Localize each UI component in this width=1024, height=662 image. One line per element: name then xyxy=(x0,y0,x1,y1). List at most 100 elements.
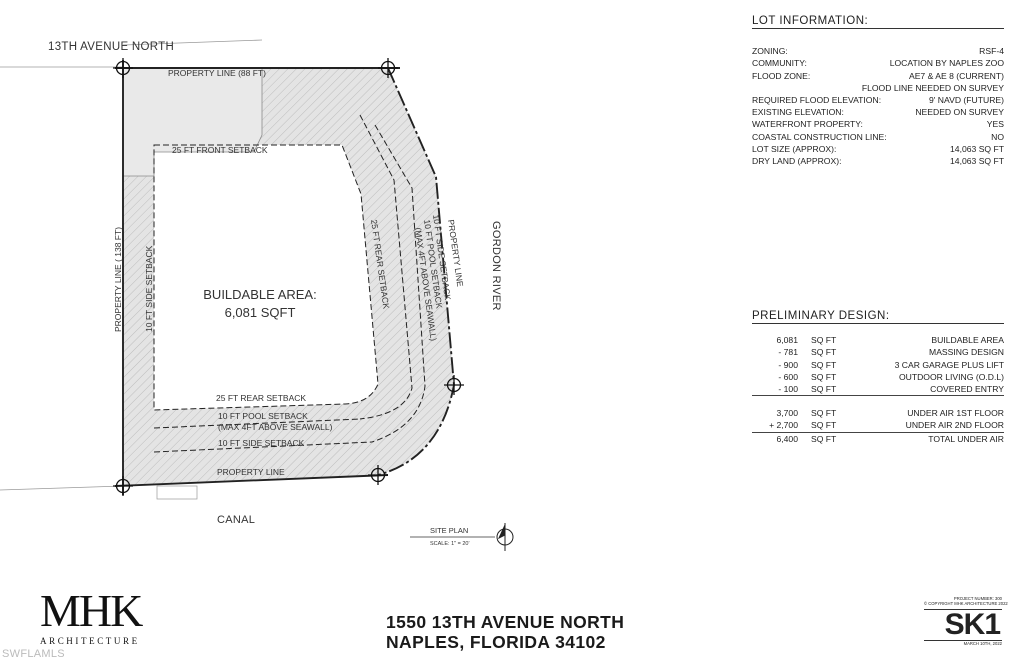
sheet-number: SK1 xyxy=(924,609,1002,641)
preliminary-design-title: PRELIMINARY DESIGN: xyxy=(752,310,1004,325)
buildable-area-title: BUILDABLE AREA: xyxy=(203,287,316,302)
design-unit: SQ FT xyxy=(811,433,837,444)
firm-logo: MHK ARCHITECTURE xyxy=(40,585,152,647)
lot-info-label: LOT SIZE (APPROX): xyxy=(752,143,837,154)
rear-setback-bottom-label: 25 FT REAR SETBACK xyxy=(216,393,306,403)
design-unit: SQ FT xyxy=(811,335,837,346)
setback-lines xyxy=(153,114,426,453)
design-value: - 600 xyxy=(778,371,798,382)
canal-label: CANAL xyxy=(217,514,255,526)
design-description: MASSING DESIGN xyxy=(929,347,1004,358)
lot-info-label: COMMUNITY: xyxy=(752,58,807,69)
design-value: - 781 xyxy=(778,347,798,358)
river-label: GORDON RIVER xyxy=(490,221,502,311)
street-name-label: 13TH AVENUE NORTH xyxy=(48,41,174,53)
buildable-area xyxy=(154,145,378,410)
design-row: 6,081 SQ FT BUILDABLE AREA xyxy=(752,334,1004,346)
existing-building-outline xyxy=(122,67,263,177)
property-line-left-label: PROPERTY LINE ( 138 FT) xyxy=(113,227,123,332)
lot-info-value: YES xyxy=(986,119,1004,130)
dock-outline xyxy=(156,485,198,500)
design-description: UNDER AIR 2ND FLOOR xyxy=(905,420,1004,431)
property-line-front-label: PROPERTY LINE (88 FT) xyxy=(168,68,266,78)
design-description: COVERED ENTRY xyxy=(930,384,1004,395)
address-line-1: 1550 13TH AVENUE NORTH xyxy=(386,612,625,632)
design-row: 6,400 SQ FT TOTAL UNDER AIR xyxy=(752,433,1004,445)
address-line-2: NAPLES, FLORIDA 34102 xyxy=(386,632,606,652)
lot-info-label: EXISTING ELEVATION: xyxy=(752,107,844,118)
pool-setback-bottom-label-2: (MAX 4FT ABOVE SEAWALL) xyxy=(218,422,333,432)
corner-survey-markers xyxy=(113,58,464,496)
design-unit: SQ FT xyxy=(811,359,837,370)
lot-info-row: ZONING: RSF-4 xyxy=(752,45,1004,57)
lot-info-label: REQUIRED FLOOD ELEVATION: xyxy=(752,95,882,106)
lot-info-value: NEEDED ON SURVEY xyxy=(915,107,1004,118)
site-plan-caption: SITE PLAN xyxy=(430,526,468,535)
design-value: - 100 xyxy=(778,384,798,395)
lot-information-title: LOT INFORMATION: xyxy=(752,15,1004,30)
preliminary-design-panel: PRELIMINARY DESIGN: 6,081 SQ FT BUILDABLE … xyxy=(752,310,1004,445)
road-edges xyxy=(0,39,263,491)
sheet-date: MARCH 10TH, 2022 xyxy=(963,641,1002,646)
lot-info-row: LOT SIZE (APPROX): 14,063 SQ FT xyxy=(752,143,1004,155)
lot-info-label: COASTAL CONSTRUCTION LINE: xyxy=(752,131,887,142)
pool-setback-bottom-label-1: 10 FT POOL SETBACK xyxy=(218,411,308,421)
mls-watermark: SWFLAMLS xyxy=(2,648,65,660)
design-description: BUILDABLE AREA xyxy=(931,335,1004,346)
design-description: 3 CAR GARAGE PLUS LIFT xyxy=(894,359,1004,370)
project-number: PROJECT NUMBER: 300 xyxy=(953,596,1002,601)
lot-info-row: EXISTING ELEVATION: NEEDED ON SURVEY xyxy=(752,106,1004,118)
design-unit: SQ FT xyxy=(811,420,837,431)
side-setback-bottom-label: 10 FT SIDE SETBACK xyxy=(218,438,305,448)
sheet-title-block: PROJECT NUMBER: 300 © COPYRIGHT MHK ARCH… xyxy=(924,596,1008,647)
lot-info-row: FLOOD LINE NEEDED ON SURVEY xyxy=(752,82,1004,94)
lot-info-row: REQUIRED FLOOD ELEVATION: 9' NAVD (FUTURE… xyxy=(752,94,1004,106)
design-row: - 900 SQ FT 3 CAR GARAGE PLUS LIFT xyxy=(752,359,1004,371)
lot-info-label: DRY LAND (APPROX): xyxy=(752,156,842,167)
design-row: - 600 SQ FT OUTDOOR LIVING (O.D.L) xyxy=(752,371,1004,383)
design-unit: SQ FT xyxy=(811,347,837,358)
lot-info-row: COMMUNITY: LOCATION BY NAPLES ZOO xyxy=(752,57,1004,69)
project-address: 1550 13TH AVENUE NORTH NAPLES, FLORIDA 3… xyxy=(386,612,646,652)
lot-info-value: 14,063 SQ FT xyxy=(950,143,1004,154)
design-value: 3,700 xyxy=(776,408,798,419)
logo-subtitle: ARCHITECTURE xyxy=(40,636,140,646)
design-description: TOTAL UNDER AIR xyxy=(928,433,1004,444)
design-value: - 900 xyxy=(778,359,798,370)
property-line-bottom-label: PROPERTY LINE xyxy=(217,467,285,477)
design-unit: SQ FT xyxy=(811,408,837,419)
design-value: 6,081 xyxy=(776,335,798,346)
lot-info-value: 14,063 SQ FT xyxy=(950,156,1004,167)
preliminary-design-rows: 6,081 SQ FT BUILDABLE AREA - 781 SQ FT MASSIN… xyxy=(752,334,1004,445)
lot-info-row: COASTAL CONSTRUCTION LINE: NO xyxy=(752,131,1004,143)
lot-info-value: LOCATION BY NAPLES ZOO xyxy=(889,58,1004,69)
north-arrow-icon xyxy=(496,523,514,551)
logo-monogram: MHK xyxy=(40,585,143,636)
design-row: + 2,700 SQ FT UNDER AIR 2ND FLOOR xyxy=(752,419,1004,433)
lot-info-label: ZONING: xyxy=(752,46,788,57)
design-value: + 2,700 xyxy=(769,420,798,431)
lot-info-value: FLOOD LINE NEEDED ON SURVEY xyxy=(861,82,1004,93)
lot-info-row: DRY LAND (APPROX): 14,063 SQ FT xyxy=(752,155,1004,167)
lot-info-label: WATERFRONT PROPERTY: xyxy=(752,119,863,130)
buildable-area-value: 6,081 SQFT xyxy=(225,305,296,320)
copyright-note: © COPYRIGHT MHK ARCHITECTURE 2022 xyxy=(924,601,1008,606)
design-value: 6,400 xyxy=(776,433,798,444)
front-setback-label: 25 FT FRONT SETBACK xyxy=(172,145,268,155)
lot-info-row: FLOOD ZONE: AE7 & AE 8 (CURRENT) xyxy=(752,70,1004,82)
design-row: - 100 SQ FT COVERED ENTRY xyxy=(752,383,1004,397)
lot-info-value: RSF-4 xyxy=(979,46,1004,57)
lot-info-label: FLOOD ZONE: xyxy=(752,70,811,81)
lot-info-value: AE7 & AE 8 (CURRENT) xyxy=(908,70,1004,81)
design-unit: SQ FT xyxy=(811,371,837,382)
design-description: OUTDOOR LIVING (O.D.L) xyxy=(898,371,1004,382)
lot-info-row: WATERFRONT PROPERTY: YES xyxy=(752,118,1004,130)
side-setback-left-label: 10 FT SIDE SETBACK xyxy=(144,245,154,332)
design-unit: SQ FT xyxy=(811,384,837,395)
lot-info-value: 9' NAVD (FUTURE) xyxy=(928,95,1004,106)
lot-info-value: NO xyxy=(991,131,1004,142)
